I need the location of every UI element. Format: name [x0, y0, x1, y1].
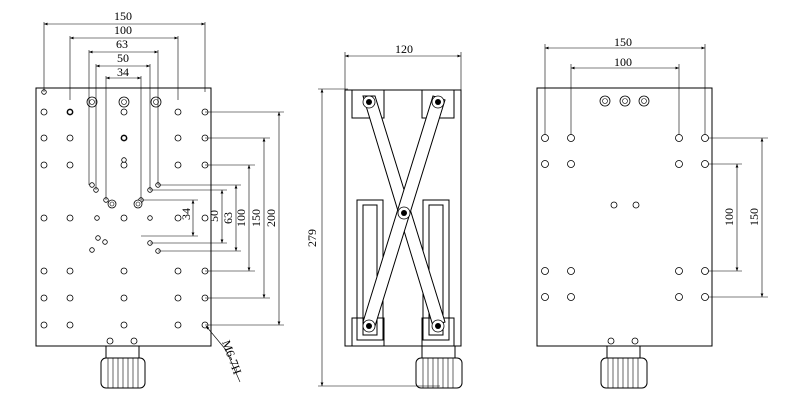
dim-63-v: 63 [221, 212, 235, 224]
adjust-knob-left [100, 345, 146, 389]
dim-150-bv: 150 [747, 208, 761, 226]
small-hole [95, 235, 101, 241]
grid-hole [120, 267, 128, 275]
top-hole-grid [40, 89, 209, 329]
grid-hole [40, 108, 48, 116]
top-dims-horizontal: 150 100 63 50 34 [43, 9, 206, 200]
grid-hole [40, 294, 48, 302]
grid-hole [174, 267, 182, 275]
grid-hole [40, 161, 48, 169]
grid-hole [120, 161, 128, 169]
bottom-view: 150 100 150 100 [536, 35, 768, 389]
small-hole [121, 157, 127, 163]
thread-note: M6-7H [205, 325, 245, 383]
adjust-knob-right [600, 345, 648, 389]
adjust-knob-middle [415, 345, 463, 389]
counterbore-holes [86, 96, 162, 209]
grid-hole [174, 321, 182, 329]
grid-hole [66, 321, 74, 329]
small-hole [94, 215, 100, 221]
dim-150-b: 150 [614, 35, 632, 49]
small-hole [89, 247, 95, 253]
grid-hole [40, 321, 48, 329]
thread-label: M6-7H [219, 338, 244, 376]
grid-hole [66, 134, 74, 142]
dim-34: 34 [117, 65, 129, 79]
mount-hole [130, 337, 138, 345]
grid-hole [40, 214, 48, 222]
small-hole [121, 135, 127, 141]
grid-hole [40, 134, 48, 142]
grid-hole [120, 108, 128, 116]
dim-100-b: 100 [614, 55, 632, 69]
grid-hole [120, 321, 128, 329]
top-view: 150 100 63 50 34 200 [35, 9, 284, 389]
small-hole [89, 182, 95, 188]
grid-hole [120, 294, 128, 302]
dim-34-v: 34 [179, 208, 193, 220]
grid-hole [40, 267, 48, 275]
grid-hole [66, 294, 74, 302]
grid-hole [174, 134, 182, 142]
dim-200: 200 [264, 209, 278, 227]
dim-100-bv: 100 [722, 208, 736, 226]
dim-50-v: 50 [207, 210, 221, 222]
grid-hole [66, 214, 74, 222]
small-hole [147, 215, 153, 221]
dim-150: 150 [114, 9, 132, 23]
grid-hole [66, 267, 74, 275]
dim-63: 63 [116, 37, 128, 51]
small-hole [102, 239, 108, 245]
grid-hole [66, 161, 74, 169]
grid-hole [174, 214, 182, 222]
mount-hole [106, 337, 114, 345]
grid-hole [201, 214, 209, 222]
dim-120: 120 [395, 42, 413, 56]
small-hole [67, 109, 73, 115]
dim-100: 100 [114, 23, 132, 37]
dim-279: 279 [305, 229, 319, 247]
side-view: 120 279 [305, 42, 463, 389]
dim-150-v: 150 [249, 209, 263, 227]
bottom-plate-outline [536, 87, 713, 347]
grid-hole [174, 108, 182, 116]
dim-50: 50 [117, 51, 129, 65]
grid-hole [174, 161, 182, 169]
top-dims-vertical: 200 150 100 63 50 34 [141, 111, 284, 326]
grid-hole [174, 294, 182, 302]
grid-hole [120, 214, 128, 222]
dim-100-v: 100 [234, 209, 248, 227]
bottom-holes [541, 95, 709, 345]
